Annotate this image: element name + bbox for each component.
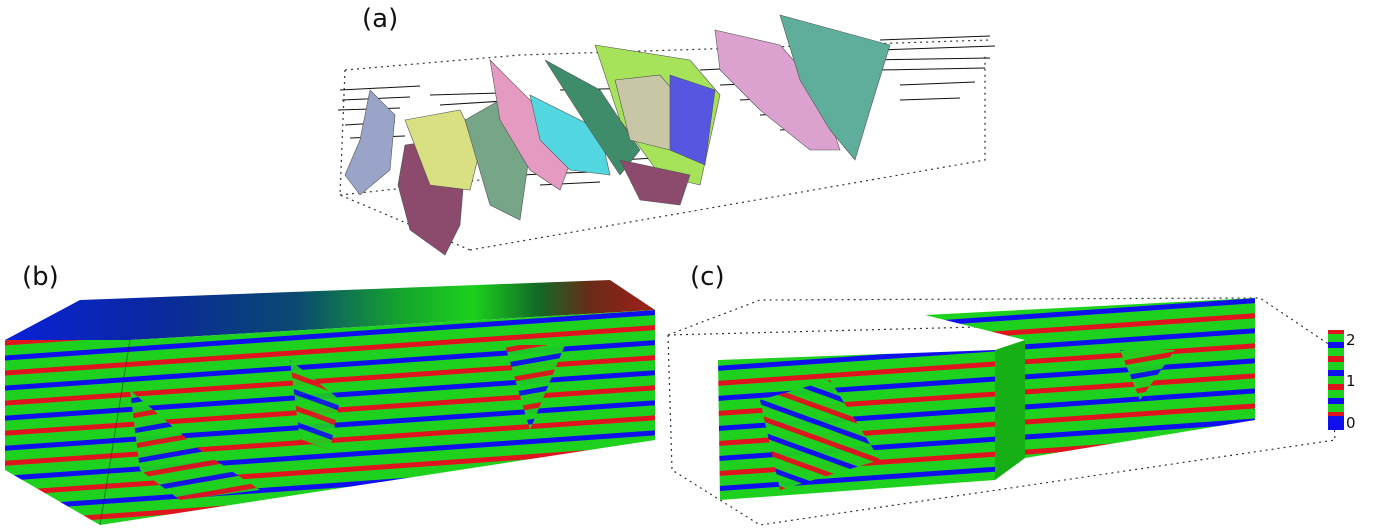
colorbar-tick-label: 2 — [1346, 331, 1356, 349]
panel-c-back-slab — [925, 298, 1255, 458]
panel-a-fault-surfaces — [344, 14, 891, 256]
colorbar: 2 1 0 — [1328, 330, 1356, 432]
panel-c-label: (c) — [690, 262, 725, 292]
colorbar-stripe — [1328, 384, 1344, 390]
panel-c-fault-block — [1120, 350, 1175, 400]
panel-b-model-block — [5, 280, 655, 526]
panel-b-fault-block — [505, 345, 565, 430]
panel-a-bounding-box — [339, 39, 991, 251]
panel-c-fault-block — [760, 380, 880, 490]
panel-a-fault-model — [337, 14, 996, 256]
colorbar-stripe — [1328, 398, 1344, 404]
panel-c-cut-edge — [995, 340, 1025, 480]
colorbar-stripe — [1328, 356, 1344, 362]
colorbar-tick-label: 1 — [1346, 372, 1356, 390]
colorbar-stripe — [1328, 416, 1344, 430]
panel-b-top-surface — [5, 280, 655, 340]
panel-b-fault-block — [130, 390, 260, 500]
panel-c-bounding-box — [667, 297, 1336, 526]
panel-b-label: (b) — [22, 262, 59, 292]
colorbar-stripe — [1328, 330, 1344, 334]
colorbar-stripe — [1328, 370, 1344, 376]
colorbar-stripe — [1328, 334, 1344, 342]
colorbar-stripe — [1328, 342, 1344, 348]
colorbar-stripe — [1328, 376, 1344, 384]
colorbar-stripe — [1328, 404, 1344, 412]
colorbar-stripe — [1328, 362, 1344, 370]
colorbar-tick-label: 0 — [1346, 414, 1356, 432]
panel-a-label: (a) — [362, 4, 399, 34]
colorbar-stripe — [1328, 348, 1344, 356]
colorbar-stripe — [1328, 390, 1344, 398]
panel-c-model-block — [667, 297, 1336, 526]
panel-b-fault-block — [290, 360, 340, 450]
colorbar-stripe — [1328, 412, 1344, 416]
